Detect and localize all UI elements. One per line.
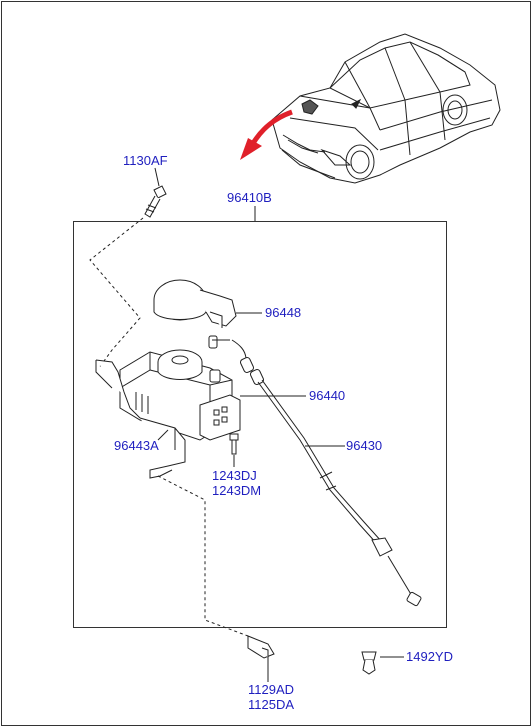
cable-96430: [257, 379, 422, 607]
bolt-path-upper: [89, 217, 144, 373]
label-96430: 96430: [346, 438, 383, 453]
label-1243dm: 1243DM: [212, 483, 262, 498]
label-1243dj: 1243DJ: [212, 468, 257, 483]
location-arrow: [240, 109, 293, 160]
bracket-96443a: [139, 417, 186, 479]
label-96443a: 96443A: [114, 438, 159, 453]
label-96440: 96440: [309, 388, 346, 403]
label-1492yd: 1492YD: [406, 649, 453, 664]
assembly-frame: [73, 221, 447, 628]
label-1125da: 1125DA: [248, 697, 295, 712]
cover-96448: [153, 279, 237, 328]
label-96448: 96448: [265, 305, 302, 320]
label-1130af: 1130AF: [123, 153, 168, 168]
label-96410b: 96410B: [227, 190, 272, 205]
car-illustration: [271, 33, 501, 184]
actuator-96440: [95, 349, 241, 441]
screw-1243dj: [229, 433, 239, 455]
cable-boot: [209, 339, 265, 385]
bolt-path-lower: [157, 475, 249, 637]
leader-lines: [157, 206, 404, 682]
bolt-1129ad: [247, 635, 275, 659]
clip-1492yd: [361, 651, 377, 675]
small-nut: [208, 335, 218, 349]
label-1129ad: 1129AD: [248, 682, 295, 697]
bolt-1130af: [144, 185, 167, 218]
